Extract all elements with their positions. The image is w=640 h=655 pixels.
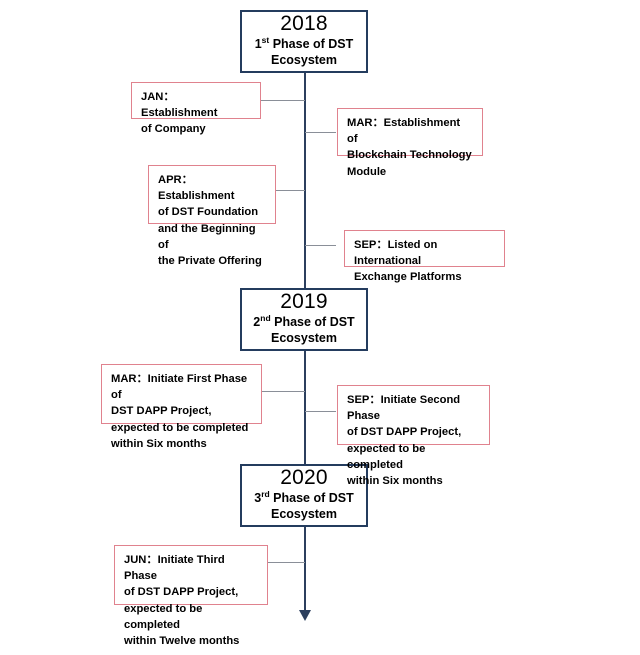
phase-label: 1st Phase of DST Ecosystem	[255, 36, 354, 68]
phase-line-1: Phase of DST	[272, 37, 354, 52]
milestone-box-apr-2018[interactable]: APR：Establishment of DST Foundation and …	[148, 165, 276, 267]
milestone-text: SEP：Initiate Second Phase of DST DAPP Pr…	[347, 394, 462, 488]
year-box-2019[interactable]: 2019 2nd Phase of DST Ecosystem	[240, 288, 368, 351]
connector-sep-2019	[305, 411, 336, 412]
phase-line-2: Ecosystem	[270, 507, 337, 522]
connector-sep-2018	[305, 245, 336, 246]
phase-ordinal: 1	[254, 37, 262, 52]
phase-ordinal-suffix: rd	[261, 489, 270, 500]
phase-ordinal: 3	[254, 491, 262, 506]
milestone-text: JUN：Initiate Third Phase of DST DAPP Pro…	[124, 554, 240, 648]
phase-line-1: Phase of DST	[274, 315, 355, 330]
milestone-box-sep-2019[interactable]: SEP：Initiate Second Phase of DST DAPP Pr…	[337, 385, 490, 487]
year-label: 2020	[280, 465, 328, 489]
year-label: 2018	[280, 11, 328, 35]
phase-line-2: Ecosystem	[270, 331, 337, 346]
phase-label: 3rd Phase of DST Ecosystem	[254, 490, 354, 522]
timeline-axis-segment-2019-2020	[304, 350, 306, 464]
timeline-axis-segment-2020-end	[304, 526, 306, 615]
milestone-text: SEP：Listed on International Exchange Pla…	[354, 239, 462, 284]
year-label: 2019	[280, 289, 328, 313]
milestone-box-jun-2020[interactable]: JUN：Initiate Third Phase of DST DAPP Pro…	[114, 545, 268, 647]
connector-mar-2018	[305, 132, 336, 133]
milestone-text: JAN：Establishment of Company	[141, 91, 218, 136]
milestone-text: MAR：Establishment of Blockchain Technolo…	[347, 117, 472, 178]
timeline-axis-segment-2018-2019	[304, 72, 306, 288]
phase-ordinal-suffix: st	[261, 35, 270, 46]
milestone-text: MAR：Initiate First Phase of DST DAPP Pro…	[111, 373, 249, 450]
milestone-text: APR：Establishment of DST Foundation and …	[158, 174, 262, 268]
connector-mar-2019	[262, 391, 305, 392]
milestone-box-mar-2018[interactable]: MAR：Establishment of Blockchain Technolo…	[337, 108, 483, 178]
timeline-arrowhead-icon	[299, 610, 311, 621]
phase-label: 2nd Phase of DST Ecosystem	[253, 314, 354, 346]
year-box-2018[interactable]: 2018 1st Phase of DST Ecosystem	[240, 10, 368, 73]
milestone-box-jan-2018[interactable]: JAN：Establishment of Company	[131, 82, 261, 135]
phase-line-1: Phase of DST	[273, 491, 354, 506]
phase-line-2: Ecosystem	[270, 53, 337, 68]
milestone-box-sep-2018[interactable]: SEP：Listed on International Exchange Pla…	[344, 230, 505, 283]
connector-apr-2018	[276, 190, 305, 191]
phase-ordinal-suffix: nd	[260, 313, 271, 324]
connector-jan-2018	[260, 100, 305, 101]
year-box-2020[interactable]: 2020 3rd Phase of DST Ecosystem	[240, 464, 368, 527]
phase-ordinal: 2	[253, 315, 261, 330]
milestone-box-mar-2019[interactable]: MAR：Initiate First Phase of DST DAPP Pro…	[101, 364, 262, 450]
connector-jun-2020	[268, 562, 305, 563]
